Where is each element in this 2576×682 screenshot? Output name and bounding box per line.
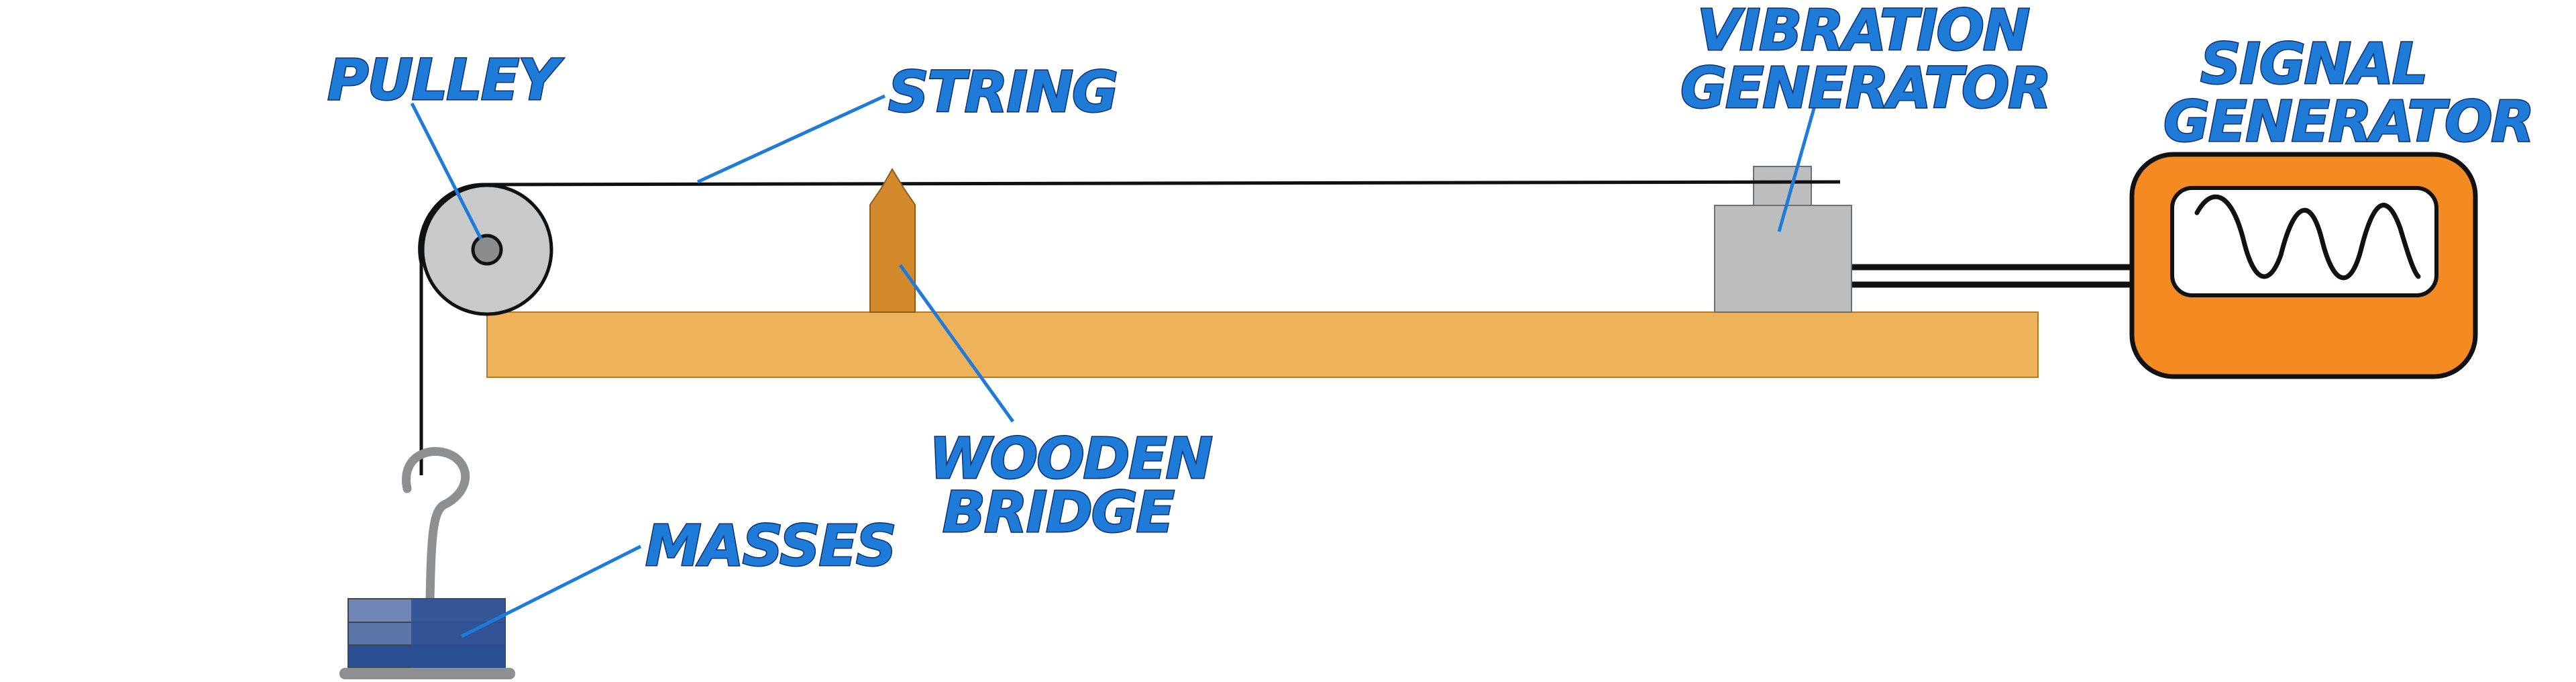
vibration-generator-label-line1: VIBRATION: [1697, 0, 2029, 63]
wooden-bridge-label-line1: WOODEN: [929, 426, 1212, 491]
masses-leader-line: [460, 544, 642, 638]
wooden-bridge-label-line2: BRIDGE: [943, 479, 1175, 545]
wooden-bridge: [869, 168, 916, 313]
vibration-generator: [1714, 166, 1852, 313]
vibration-generator-label-line2: GENERATOR: [1680, 55, 2050, 121]
string-leader-line: [696, 94, 886, 184]
wooden-bench: [486, 311, 2039, 378]
sine-wave-icon: [2194, 194, 2421, 281]
hook-icon: [402, 447, 470, 603]
string-label: STRING: [888, 59, 1117, 125]
signal-generator: [2129, 152, 2478, 379]
pulley: [421, 183, 553, 316]
pulley-leader-line: [410, 102, 483, 240]
pulley-label: PULLEY: [327, 47, 564, 113]
connecting-cables: [1851, 264, 2133, 288]
signal-generator-label-line2: GENERATOR: [2163, 89, 2533, 154]
masses-label: MASSES: [645, 513, 895, 579]
wooden-bridge-leader-line: [898, 264, 1015, 423]
signal-generator-label-line1: SIGNAL: [2200, 31, 2427, 97]
vibration-generator-leader-line: [1777, 105, 1817, 232]
masses-stack: [339, 598, 515, 679]
